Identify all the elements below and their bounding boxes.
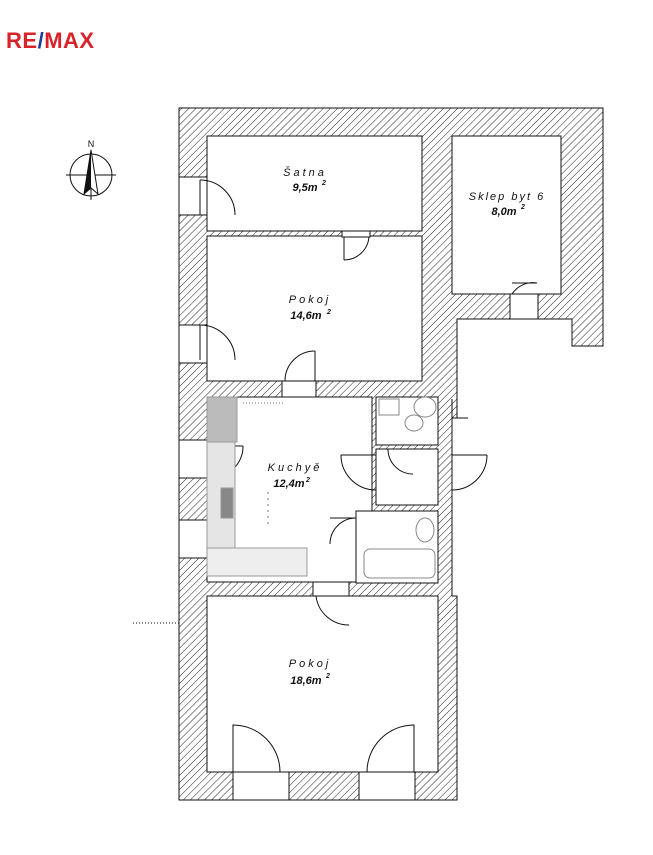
door-swing-window-left xyxy=(232,724,281,773)
wc-toilet xyxy=(404,414,424,432)
kitchen-stove xyxy=(220,487,234,519)
window-kuchyne-1 xyxy=(178,439,208,479)
bath-sink xyxy=(415,517,435,543)
wc-sink xyxy=(378,398,400,416)
door-swing-kitchen-pokoj2 xyxy=(315,595,350,626)
label-sklep-area: 8,0m xyxy=(491,206,516,218)
door-swing-pokoj1 xyxy=(199,324,236,361)
label-pokoj2-sup: 2 xyxy=(325,673,330,680)
remax-logo: RE/MAX xyxy=(6,27,95,55)
door-swings xyxy=(199,179,538,773)
window-pokoj1 xyxy=(178,324,208,364)
door-swing-satna xyxy=(199,179,236,216)
room-labels: Šatna 9,5m 2 Sklep byt 6 8,0m 2 Pokoj 14… xyxy=(268,166,545,687)
label-kuchyne-sup: 2 xyxy=(305,477,310,484)
window-pokoj2-left xyxy=(232,771,290,801)
wall-details xyxy=(133,399,468,624)
sanitary xyxy=(363,396,437,579)
label-kuchyne-name: Kuchyě xyxy=(268,462,323,474)
label-satna-name: Šatna xyxy=(283,166,327,179)
door-frame-pokoj1-kitchen xyxy=(281,380,317,398)
window-satna xyxy=(178,176,208,216)
door-swing-kitchen-hall xyxy=(340,454,377,491)
label-pokoj2-name: Pokoj xyxy=(289,658,332,670)
interior-rooms xyxy=(206,135,562,773)
room-satna-floor xyxy=(206,135,423,232)
window-kuchyne-2 xyxy=(178,519,208,559)
wc-boiler xyxy=(413,396,437,418)
door-sklep-opening xyxy=(509,293,539,320)
door-frame-kitchen-pokoj2 xyxy=(312,581,350,597)
kitchen-counter-bottom xyxy=(206,547,308,577)
window-pokoj2-right xyxy=(358,771,416,801)
door-frame-satna-pokoj xyxy=(341,230,371,238)
label-sklep-sup: 2 xyxy=(520,204,525,211)
room-pokoj2-floor xyxy=(206,595,439,773)
logo-part-2: MAX xyxy=(44,28,95,53)
kitchen-fridge xyxy=(206,396,238,443)
label-satna-area: 9,5m xyxy=(292,182,317,194)
door-swing-wc xyxy=(387,448,414,475)
kitchen-fittings xyxy=(206,396,308,577)
label-sklep-name: Sklep byt 6 xyxy=(469,191,545,203)
logo-slash: / xyxy=(37,28,45,53)
door-swing-satna-pokoj xyxy=(343,235,370,261)
label-kuchyne-area: 12,4m xyxy=(273,478,304,490)
compass-north-label: N xyxy=(88,139,95,149)
room-hall-floor xyxy=(375,448,439,506)
windows xyxy=(178,176,539,801)
room-sklep-floor xyxy=(451,135,562,295)
compass-needle-fill xyxy=(84,150,91,194)
label-pokoj2-area: 18,6m xyxy=(290,675,321,687)
logo-part-1: RE xyxy=(6,28,38,53)
door-swing-sklep xyxy=(511,282,538,295)
bathtub xyxy=(363,548,436,579)
label-pokoj1-name: Pokoj xyxy=(289,294,332,306)
label-satna-sup: 2 xyxy=(321,180,326,187)
label-pokoj1-area: 14,6m xyxy=(290,310,321,322)
door-swing-hall-exterior xyxy=(451,454,488,491)
label-pokoj1-sup: 2 xyxy=(326,309,331,316)
door-swing-window-right xyxy=(366,724,415,773)
door-swing-bath xyxy=(329,517,357,545)
compass: N xyxy=(66,139,116,200)
door-swing-pokoj1-kitchen xyxy=(284,350,316,382)
